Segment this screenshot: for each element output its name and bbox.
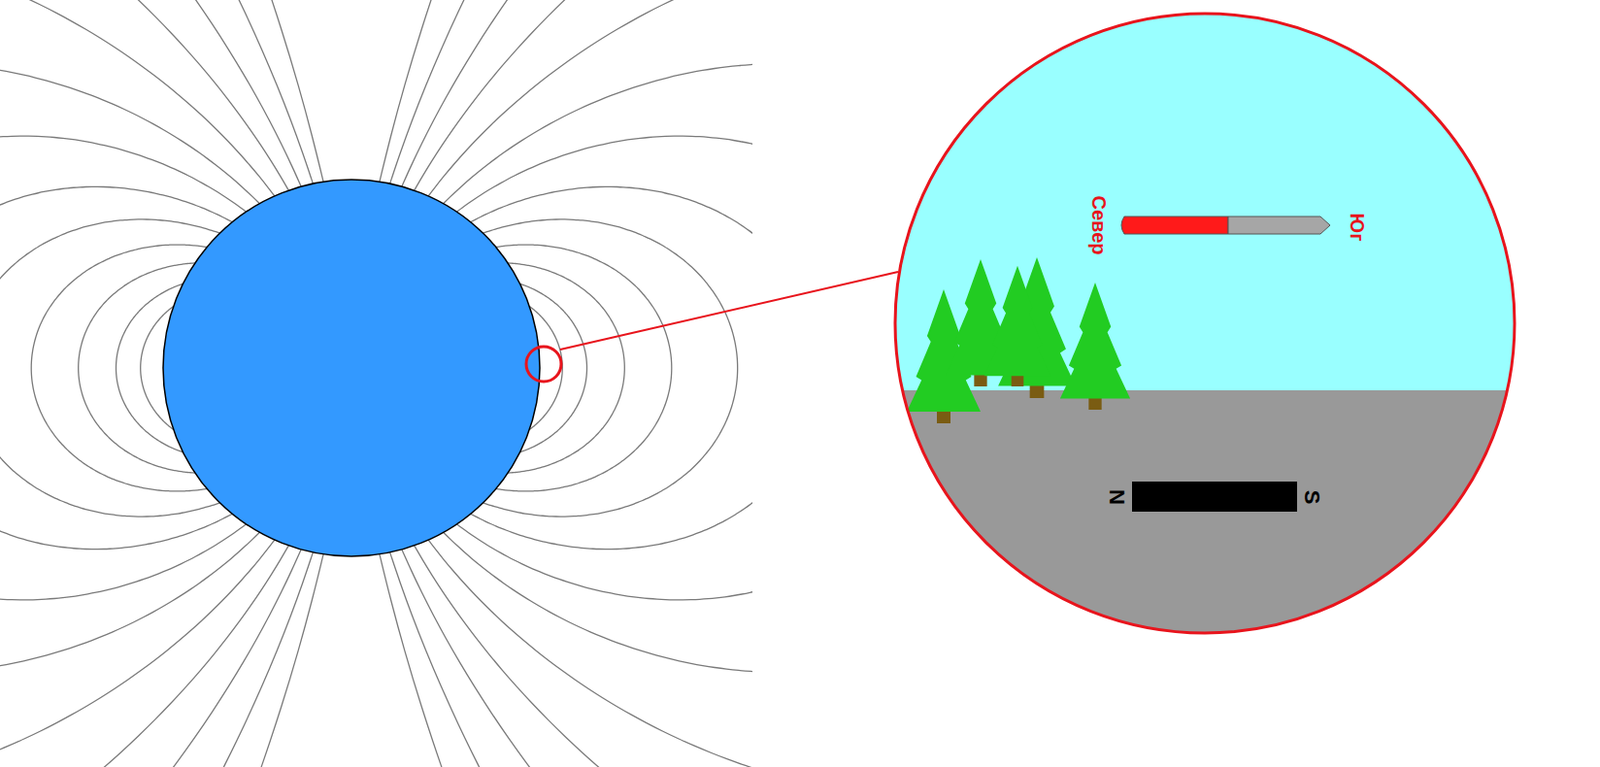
magnet-pole-label: S — [1300, 490, 1323, 505]
tree-crown — [1060, 282, 1131, 400]
bar-magnet — [1132, 481, 1298, 512]
sky — [873, 0, 1554, 393]
tree-crown — [984, 266, 1051, 376]
north-label: Север — [1089, 196, 1109, 256]
inset-border — [895, 13, 1515, 634]
ground — [873, 390, 1554, 682]
zoom-marker — [526, 346, 562, 382]
inset-scene — [873, 0, 1554, 682]
compass-needle — [1121, 216, 1331, 234]
zoom-leader — [560, 271, 899, 350]
trees — [906, 257, 1131, 424]
south-label: Юг — [1347, 213, 1367, 242]
earth — [163, 179, 540, 557]
magnet-pole-label: N — [1105, 489, 1128, 505]
field-lines — [0, 0, 753, 767]
